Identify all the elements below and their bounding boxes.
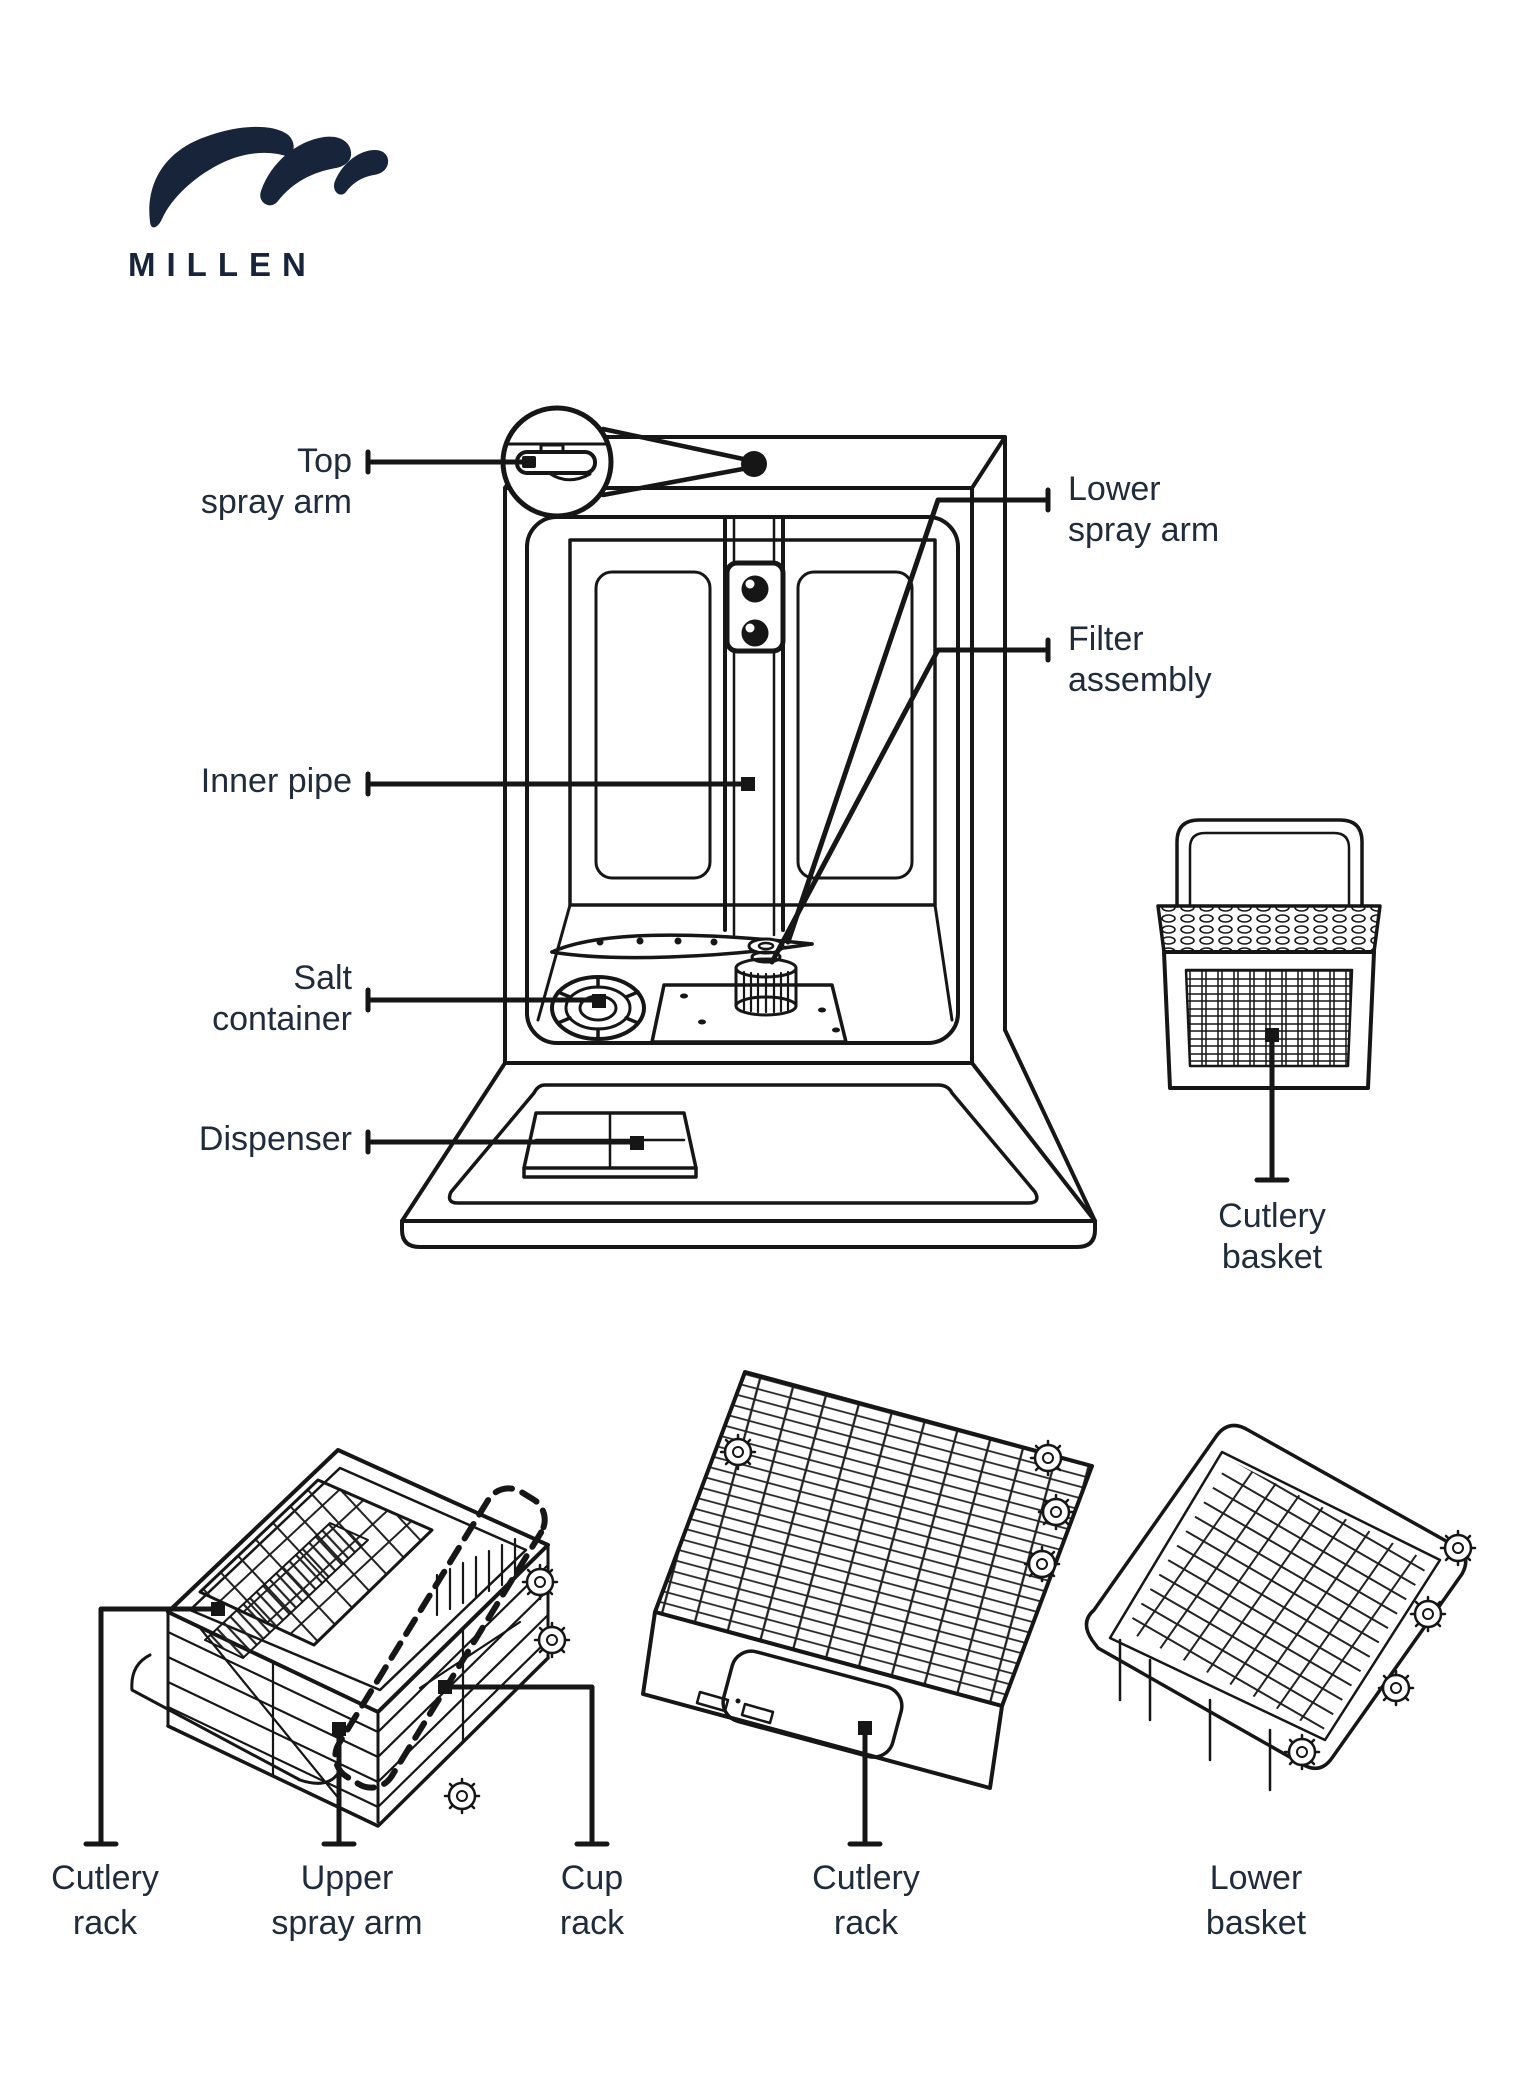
label-cutlery-rack-tray: Cutlery rack	[812, 1859, 920, 1942]
lower-spray-arm-part	[550, 933, 814, 960]
top-spray-arm-magnifier	[500, 405, 767, 519]
label-dispenser: Dispenser	[198, 1120, 352, 1158]
leader-cutlery-rack-upper	[83, 1602, 225, 1847]
label-top-spray-arm: Top spray arm	[200, 442, 352, 521]
brand-name: MILLEN	[128, 246, 317, 283]
inner-pipe-part	[723, 515, 786, 937]
dishwasher-door	[400, 1061, 1097, 1249]
leader-cutlery-rack-tray	[847, 1721, 883, 1847]
leader-dispenser	[365, 1129, 644, 1155]
label-lower-spray-arm: Lower spray arm	[1068, 470, 1220, 549]
label-salt-container: Salt container	[212, 959, 352, 1038]
leader-cutlery-basket	[1254, 1028, 1290, 1183]
label-cutlery-basket: Cutlery basket	[1218, 1197, 1326, 1276]
leader-filter-assembly	[769, 637, 1051, 965]
cutlery-rack-tray-part	[641, 1370, 1094, 1790]
label-cutlery-rack-upper: Cutlery rack	[51, 1859, 159, 1942]
cutlery-rack-upper-part	[198, 1478, 434, 1659]
label-cup-rack: Cup rack	[559, 1859, 625, 1942]
millen-swoosh-icon	[149, 126, 389, 228]
cup-rack-outline	[332, 1485, 548, 1791]
top-spray-arm-dot	[741, 451, 767, 477]
lower-basket-part	[1084, 1423, 1477, 1792]
leader-top-spray-arm	[365, 449, 531, 475]
leader-cup-rack	[438, 1680, 610, 1847]
leader-inner-pipe	[365, 771, 755, 797]
label-lower-basket: Lower basket	[1205, 1859, 1307, 1942]
cutlery-basket-part	[1156, 818, 1382, 1090]
leader-salt-container	[365, 987, 606, 1013]
filter-assembly-part	[650, 950, 848, 1044]
upper-basket-part	[130, 1448, 571, 1828]
leader-upper-spray-arm	[321, 1722, 357, 1847]
dishwasher-cabinet	[400, 435, 1097, 1249]
leader-lower-spray-arm	[785, 487, 1051, 945]
dispenser-part	[522, 1111, 698, 1179]
label-inner-pipe: Inner pipe	[200, 762, 352, 800]
label-filter-assembly: Filter assembly	[1068, 620, 1212, 699]
leader-lines	[83, 449, 1290, 1847]
salt-container-part	[550, 975, 646, 1041]
label-upper-spray-arm: Upper spray arm	[271, 1859, 423, 1942]
